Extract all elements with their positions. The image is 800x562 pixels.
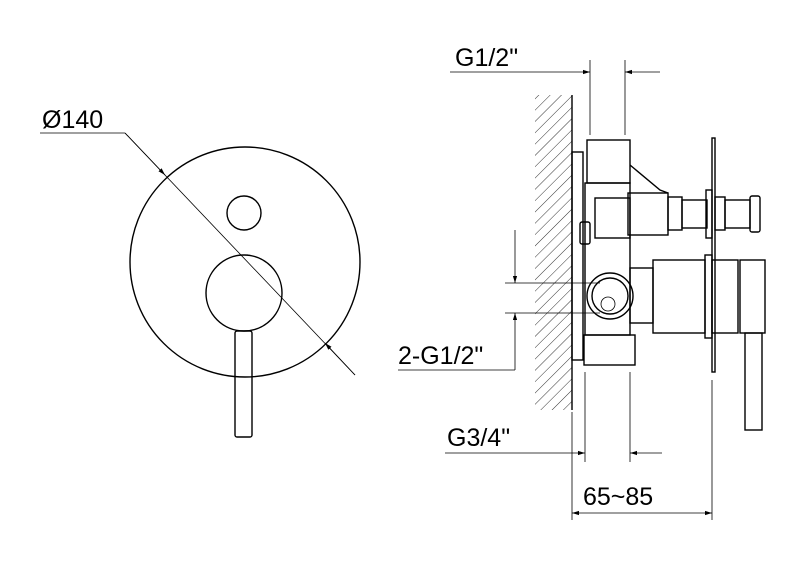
diverter-knob <box>749 195 761 233</box>
top-inlet-box <box>586 139 631 184</box>
diverter-stem <box>627 192 669 236</box>
side-lever <box>744 332 763 431</box>
plug <box>579 221 591 245</box>
diverter-nut <box>667 196 683 231</box>
side-inlet-hole <box>600 296 616 312</box>
diameter-label: Ø140 <box>42 106 103 134</box>
side-inlets-label: 2-G1/2" <box>398 342 483 370</box>
upper-body-joint <box>594 197 631 239</box>
cartridge-body <box>652 259 706 334</box>
diameter-arrow-top <box>124 132 166 176</box>
diverter-collar <box>714 196 726 231</box>
side-inlet-outer <box>586 272 634 320</box>
handle-cap <box>739 259 766 334</box>
diverter-button <box>226 195 262 231</box>
handle-hub <box>205 254 283 332</box>
valve-body <box>584 182 631 336</box>
cover-plate-circle <box>129 146 361 378</box>
cartridge-flange <box>704 254 713 339</box>
bottom-outlet-box <box>583 334 636 366</box>
lever-handle <box>234 330 253 438</box>
side-view: G1/2" 2-G1/2" G3/4" 65~85 <box>398 44 766 520</box>
front-view: Ø140 <box>40 106 361 438</box>
wall-hatch <box>535 95 572 410</box>
diameter-arrow-bottom <box>324 342 356 376</box>
cover-plate-side <box>711 137 716 373</box>
side-inlet-inner <box>591 277 629 315</box>
depth-label: 65~85 <box>583 483 653 511</box>
top-inlet-label: G1/2" <box>455 44 518 72</box>
outlet-label: G3/4" <box>447 424 510 452</box>
top-elbow <box>629 164 669 194</box>
mounting-plate <box>571 151 584 361</box>
diverter-spindle <box>681 199 708 229</box>
handle-body <box>711 259 739 334</box>
diverter-rod <box>724 199 751 229</box>
